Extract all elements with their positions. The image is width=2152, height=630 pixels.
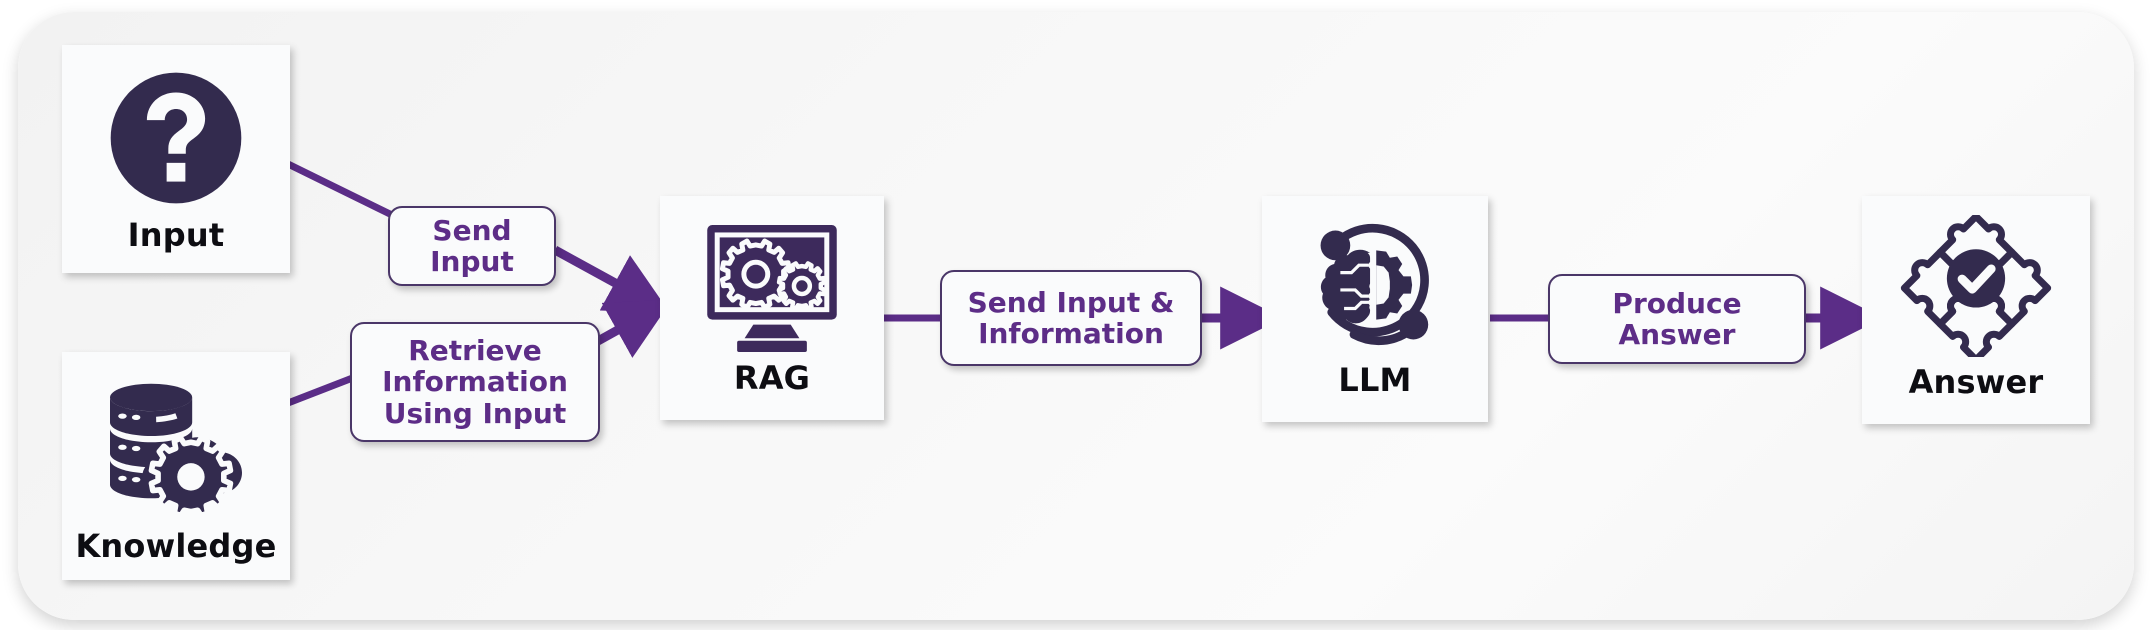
edge-label-produce-answer[interactable]: Produce Answer (1548, 274, 1806, 364)
brain-gear-circuit-icon (1262, 196, 1488, 364)
edge-label-send-input-line-2: Input (430, 245, 514, 278)
edge-label-send-input[interactable]: Send Input (388, 206, 556, 286)
node-answer[interactable]: Answer (1862, 196, 2090, 424)
edge-label-retrieve-line-1: Retrieve (408, 333, 542, 367)
puzzle-check-icon (1862, 196, 2090, 366)
edge-label-retrieve-line-3: Using Input (383, 396, 567, 430)
question-mark-circle-icon (62, 45, 290, 219)
node-llm-label: LLM (1338, 361, 1412, 399)
node-knowledge-label: Knowledge (75, 527, 277, 565)
node-answer-label: Answer (1908, 363, 2044, 401)
node-rag[interactable]: RAG (660, 196, 884, 420)
monitor-gears-icon (660, 196, 884, 362)
edge-label-sendinfo-line-1: Send Input & (967, 285, 1175, 319)
node-input[interactable]: Input (62, 45, 290, 273)
edge-label-retrieve-line-2: Information (382, 365, 568, 399)
edge-label-retrieve-information[interactable]: Retrieve Information Using Input (350, 322, 600, 442)
edge-label-produce-line-2: Answer (1618, 318, 1736, 351)
edge-label-sendinfo-line-2: Information (978, 317, 1164, 350)
node-rag-label: RAG (733, 359, 811, 397)
edge-label-produce-line-1: Produce (1612, 286, 1742, 320)
edge-label-send-input-line-1: Send (432, 213, 512, 247)
edge-label-send-input-information[interactable]: Send Input & Information (940, 270, 1202, 366)
node-llm[interactable]: LLM (1262, 196, 1488, 422)
node-knowledge[interactable]: Knowledge (62, 352, 290, 580)
node-input-label: Input (127, 216, 225, 254)
database-cloud-gear-icon (62, 352, 290, 530)
